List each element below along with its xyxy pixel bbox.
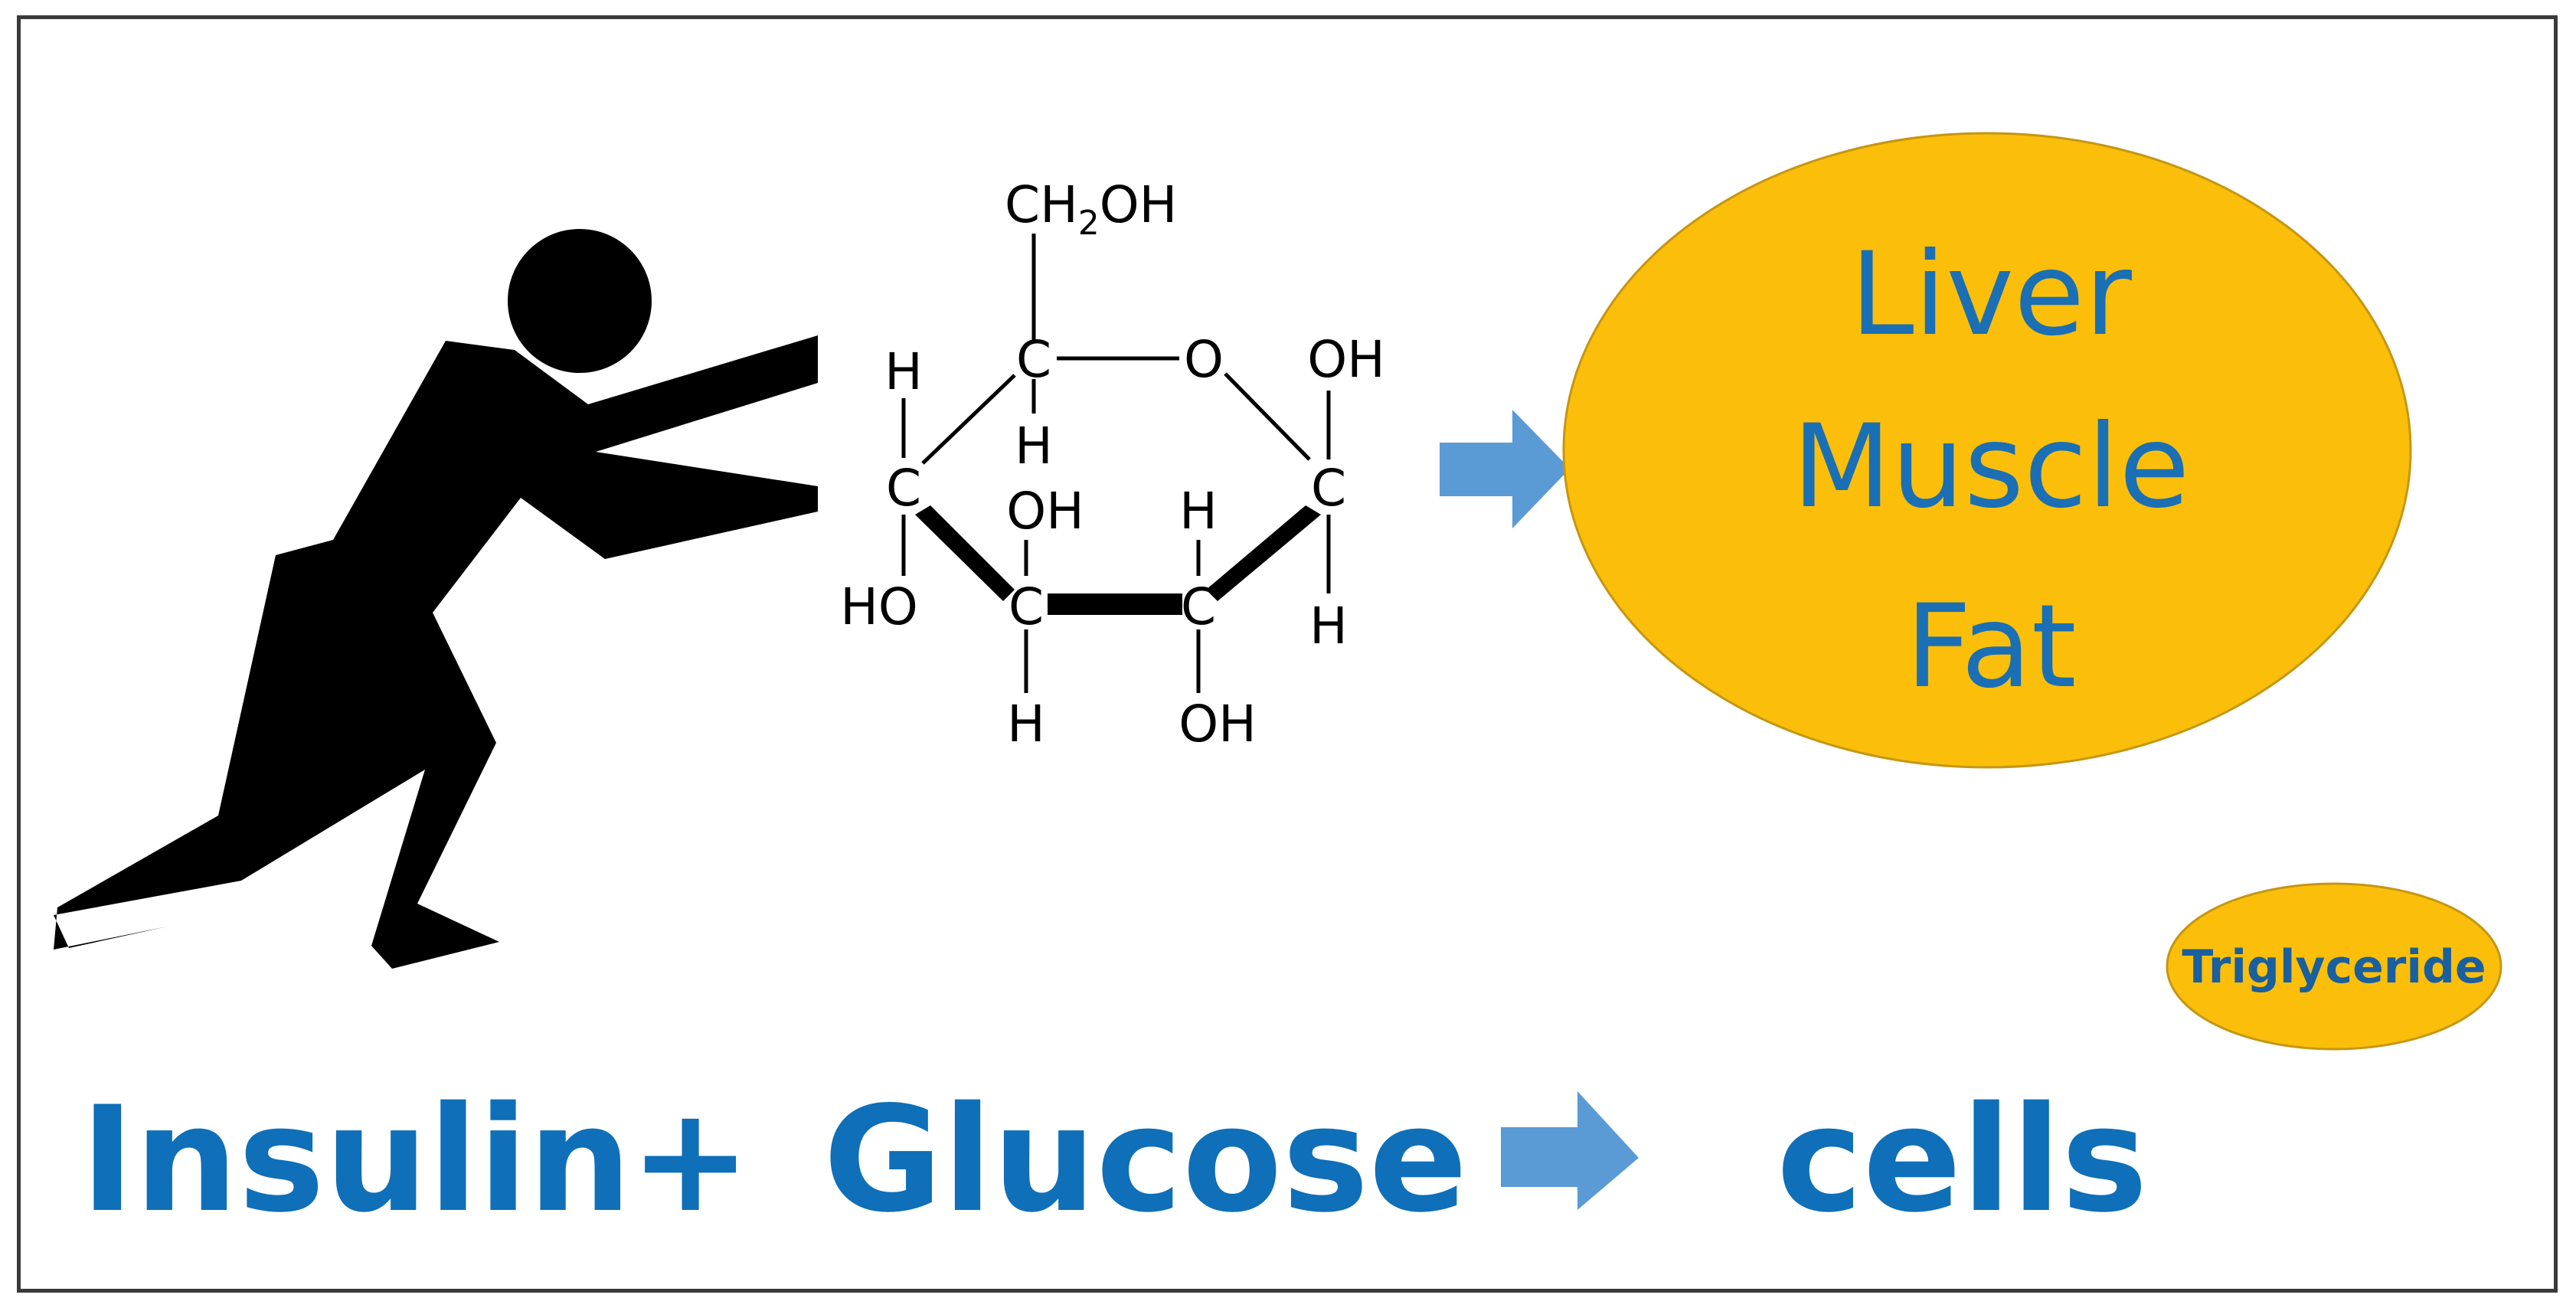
ch2oh-label: CH2OH	[1005, 175, 1177, 243]
glucose-structure	[901, 234, 1331, 693]
person-head	[508, 229, 652, 373]
equation-arrow-icon	[1501, 1091, 1639, 1210]
insulin-word: Insulin	[80, 1075, 632, 1244]
atom-h1: H	[1309, 597, 1348, 656]
atom-h2: H	[1179, 482, 1218, 541]
atom-oh2: OH	[1178, 695, 1257, 754]
atom-c5: C	[1016, 330, 1051, 389]
cells-word: cells	[1777, 1075, 2148, 1244]
cells-oval-line-liver: Liver	[1850, 228, 2132, 361]
atom-c3: C	[1008, 577, 1044, 636]
wedge-c4-c3	[915, 505, 1015, 601]
atom-oh1: OH	[1307, 330, 1385, 389]
atom-ring-o: O	[1184, 330, 1224, 389]
wedge-c2-c1	[1206, 505, 1321, 601]
atom-h5: H	[1015, 417, 1053, 476]
triglyceride-oval	[2166, 882, 2502, 1051]
arrow-right-icon	[1440, 410, 1570, 528]
atom-oh3: OH	[1006, 482, 1084, 541]
atom-h4: H	[884, 342, 923, 401]
atom-c1: C	[1311, 459, 1346, 518]
cells-oval-line-fat: Fat	[1905, 580, 2077, 714]
bond-c3-c2-bold	[1048, 593, 1182, 615]
glucose-labels: CH2OH C H O OH H C HO C H OH C H H C OH	[840, 175, 1385, 754]
atom-c2: C	[1181, 577, 1216, 636]
atom-c4: C	[886, 459, 921, 518]
atom-ho4: HO	[840, 577, 918, 636]
cells-oval-line-muscle: Muscle	[1792, 400, 2190, 534]
pushing-person-icon	[54, 229, 818, 969]
plus-sign: +	[629, 1075, 752, 1244]
cells-oval	[1562, 132, 2412, 769]
triglyceride-label: Triglyceride	[2182, 940, 2486, 994]
bond-c5-c4	[921, 374, 1016, 465]
bond-o-c1	[1224, 372, 1311, 461]
glucose-word: Glucose	[823, 1075, 1468, 1244]
atom-h3: H	[1007, 695, 1045, 754]
person-body	[54, 335, 818, 969]
